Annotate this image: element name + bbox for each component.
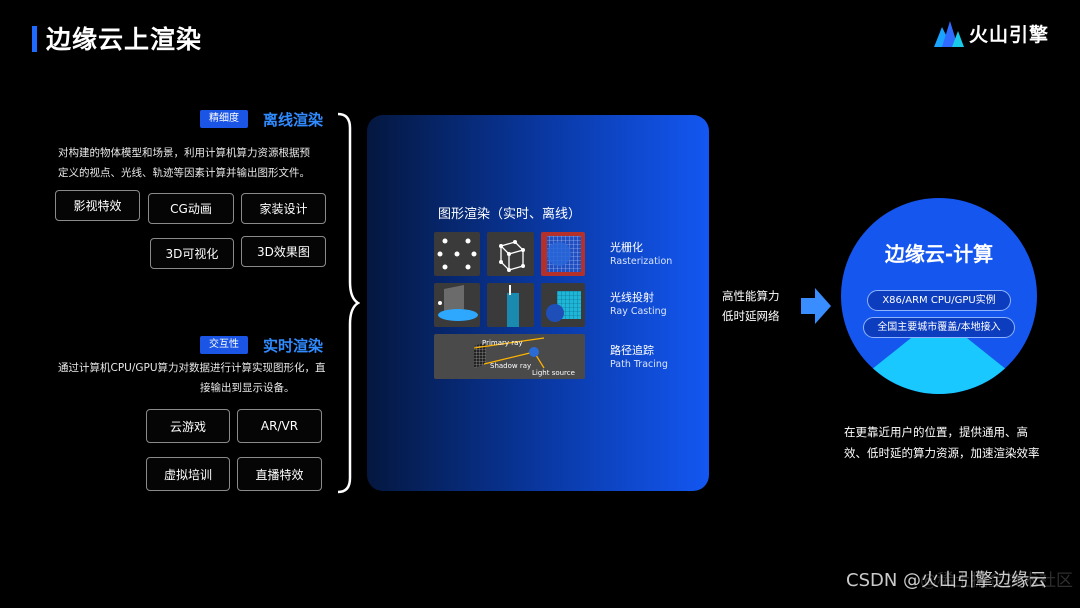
rasterization-grid-thumb: [541, 232, 585, 276]
row-label-cn: 路径追踪: [610, 344, 654, 357]
pill-ar-vr: AR/VR: [237, 409, 322, 443]
raycasting-plane-thumb: [434, 283, 480, 327]
right-brace-icon: [337, 112, 360, 494]
pill-3d-visualization: 3D可视化: [150, 238, 234, 269]
edge-desc-line: 效、低时延的算力资源，加速渲染效率: [844, 446, 1040, 460]
precision-tag: 精细度: [200, 110, 248, 128]
pill-cloud-gaming: 云游戏: [146, 409, 230, 443]
offline-render-desc: 对构建的物体模型和场景，利用计算机算力资源根据预 定义的视点、光线、轨迹等因素计…: [58, 143, 310, 183]
juejin-watermark: @稀土掘金技术社区: [920, 571, 1073, 591]
pill-film-vfx: 影视特效: [55, 190, 140, 221]
panel-title: 图形渲染（实时、离线）: [438, 207, 582, 222]
edge-desc-line: 在更靠近用户的位置，提供通用、高: [844, 425, 1028, 439]
pill-cg-animation: CG动画: [148, 193, 234, 224]
raycasting-column-thumb: [487, 283, 534, 327]
mid-line: 低时延网络: [722, 309, 780, 323]
rasterization-label: 光栅化 Rasterization: [610, 241, 672, 269]
csdn-watermark: CSDN @火山引擎边缘云: [846, 570, 1048, 591]
realtime-render-desc: 通过计算机CPU/GPU算力对数据进行计算实现图形化，直 接输出到显示设备。: [58, 358, 326, 398]
coverage-pill: 全国主要城市覆盖/本地接入: [863, 317, 1015, 338]
realtime-desc-line: 通过计算机CPU/GPU算力对数据进行计算实现图形化，直: [58, 362, 326, 374]
realtime-desc-line: 接输出到显示设备。: [200, 382, 295, 394]
realtime-render-title: 实时渲染: [263, 337, 324, 355]
title-accent-bar: [32, 26, 37, 52]
row-label-en: Rasterization: [610, 256, 673, 267]
rasterization-dots-thumb: [434, 232, 480, 276]
offline-desc-line: 定义的视点、光线、轨迹等因素计算并输出图形文件。: [58, 167, 310, 179]
mid-line: 高性能算力: [722, 289, 780, 303]
pathtracing-thumb: [434, 334, 585, 379]
graphics-render-panel: [367, 115, 709, 491]
edge-cloud-title: 边缘云-计算: [884, 242, 994, 266]
edge-cloud-circle: 边缘云-计算 X86/ARM CPU/GPU实例 全国主要城市覆盖/本地接入: [841, 198, 1037, 394]
shadow-ray-label: Shadow ray: [490, 362, 532, 370]
page-title: 边缘云上渲染: [46, 25, 203, 54]
compute-network-text: 高性能算力 低时延网络: [722, 286, 780, 326]
pathtracing-label: 路径追踪 Path Tracing: [610, 344, 668, 372]
row-label-cn: 光线投射: [610, 291, 654, 304]
row-label-en: Ray Casting: [610, 306, 667, 317]
light-source-label: Light source: [532, 369, 575, 377]
pill-virtual-training: 虚拟培训: [146, 457, 230, 491]
interactivity-tag: 交互性: [200, 336, 248, 354]
pill-3d-rendering: 3D效果图: [241, 236, 326, 267]
primary-ray-label: Primary ray: [482, 339, 523, 347]
row-label-cn: 光栅化: [610, 241, 643, 254]
logo-text: 火山引擎: [969, 23, 1050, 46]
raycasting-voxel-thumb: [541, 283, 585, 327]
edge-cloud-desc: 在更靠近用户的位置，提供通用、高 效、低时延的算力资源，加速渲染效率: [844, 422, 1064, 464]
offline-desc-line: 对构建的物体模型和场景，利用计算机算力资源根据预: [58, 147, 310, 159]
pill-live-effects: 直播特效: [237, 457, 322, 491]
raycasting-label: 光线投射 Ray Casting: [610, 291, 667, 319]
arrow-right-icon: [801, 288, 831, 324]
row-label-en: Path Tracing: [610, 359, 668, 370]
pill-interior-design: 家装设计: [241, 193, 326, 224]
instance-pill: X86/ARM CPU/GPU实例: [867, 290, 1011, 311]
logo: 火山引擎: [934, 18, 1049, 48]
volcano-logo-icon: [934, 21, 964, 47]
cone-graphic: [841, 338, 1037, 394]
rasterization-cube-thumb: [487, 232, 534, 276]
offline-render-title: 离线渲染: [263, 111, 324, 129]
